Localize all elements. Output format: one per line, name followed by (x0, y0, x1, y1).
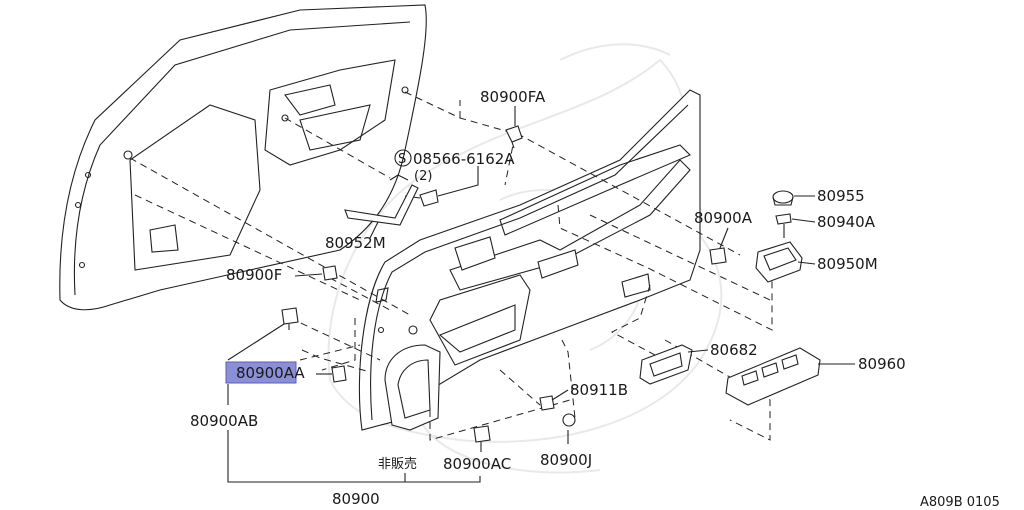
clip-80900AA-icon (331, 365, 347, 383)
clip-80900AB-icon (281, 307, 299, 330)
cap-80955-icon (772, 190, 794, 206)
screw-80911B-icon (539, 395, 555, 411)
label-80900[interactable]: 80900 (332, 490, 380, 508)
label-80900AB[interactable]: 80900AB (190, 412, 258, 430)
label-80900FA[interactable]: 80900FA (480, 88, 546, 106)
clip-80900AC-icon (473, 425, 491, 443)
bracket-80952M-icon (344, 174, 419, 226)
door-trim-panel (358, 89, 701, 431)
label-80900AC[interactable]: 80900AC (443, 455, 511, 473)
assembly-guide-lines (129, 91, 773, 441)
label-80955[interactable]: 80955 (817, 187, 865, 205)
label-80940A[interactable]: 80940A (817, 213, 876, 231)
bezel-80682-icon (639, 344, 693, 385)
switch-80960-icon (725, 347, 821, 406)
clip-80900A-icon (709, 247, 727, 265)
escutcheon-80950M-icon (755, 241, 803, 283)
highlight-box (225, 361, 297, 384)
label-80950M[interactable]: 80950M (817, 255, 878, 273)
label-08566-quantity: (2) (414, 169, 432, 184)
label-08566-6162A[interactable]: 08566-6162A (413, 150, 515, 168)
label-80911B[interactable]: 80911B (570, 381, 628, 399)
label-80952M[interactable]: 80952M (325, 234, 386, 252)
clip-80900FA-icon (505, 125, 523, 149)
clip-80900F-icon (322, 265, 338, 281)
screw-80940A-icon (775, 213, 792, 238)
footer-code: A809B 0105 (920, 495, 1000, 510)
label-80900A[interactable]: 80900A (694, 209, 753, 227)
label-80900J[interactable]: 80900J (540, 451, 592, 469)
s-circle-icon (394, 149, 412, 167)
clip-80900J-icon (562, 413, 576, 427)
label-not-for-sale: 非販売 (378, 456, 417, 472)
label-80682[interactable]: 80682 (710, 341, 758, 359)
label-80900AA[interactable]: 80900AA (236, 364, 305, 382)
label-80960[interactable]: 80960 (858, 355, 906, 373)
label-s-mark: S (398, 152, 406, 167)
leader-lines (227, 106, 855, 483)
label-80900F[interactable]: 80900F (226, 266, 282, 284)
door-shell (59, 4, 427, 311)
